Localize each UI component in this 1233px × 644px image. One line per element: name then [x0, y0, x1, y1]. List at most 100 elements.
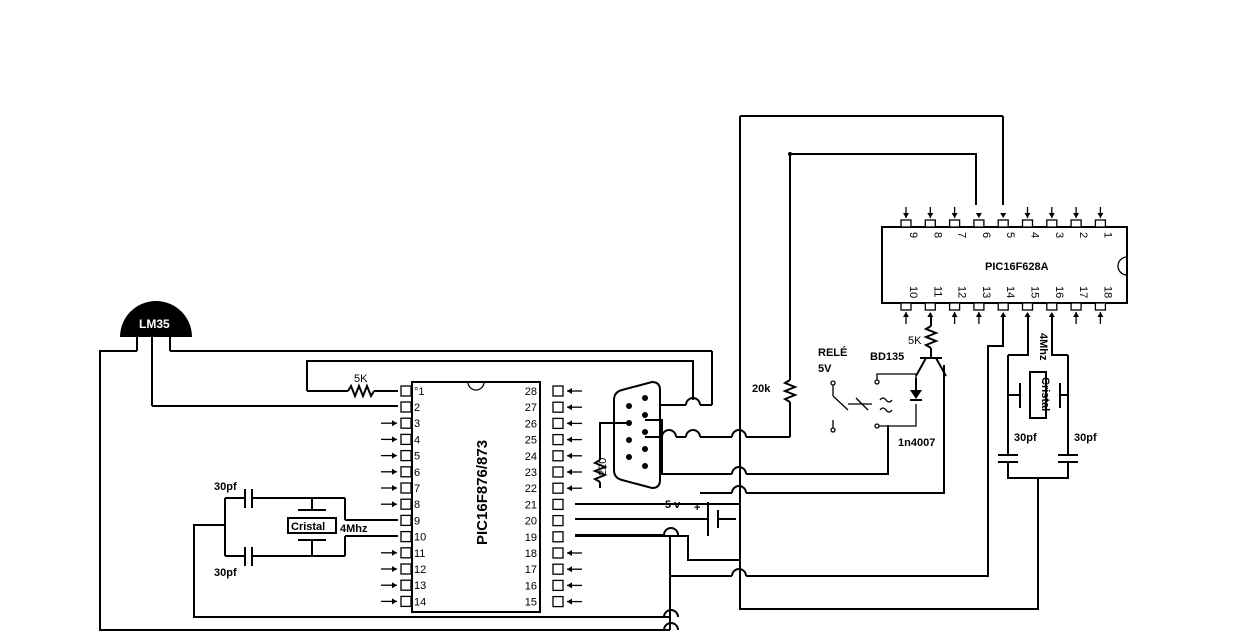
relay-label-2: 5V — [818, 363, 832, 375]
pin-6-label: 6 — [980, 232, 992, 238]
pin-26: 26 — [525, 417, 582, 430]
pin-18-label: 18 — [525, 548, 537, 560]
pin-25-label: 25 — [525, 435, 537, 447]
pin-14-label: 14 — [1004, 286, 1016, 298]
cap-second-left-label: 30pf — [1014, 432, 1037, 444]
pin-7: 7 — [948, 207, 968, 238]
pin-17: 17 — [1070, 286, 1089, 324]
pin-12: 12 — [948, 286, 968, 324]
pin-2-label: 2 — [1077, 232, 1089, 238]
lm35-label: LM35 — [139, 317, 170, 331]
pin-6-label: 6 — [414, 467, 420, 479]
pin-14: 14 — [997, 286, 1016, 317]
diode-1n4007: 1n4007 — [898, 378, 935, 449]
pin-15: 15 — [1021, 286, 1041, 317]
pin-6: 6 — [973, 213, 992, 238]
r-5k-second-label: 5K — [908, 335, 922, 347]
r-20k-label: 20k — [752, 383, 771, 395]
pin-22-label: 22 — [525, 483, 537, 495]
pin-17-label: 17 — [525, 564, 537, 576]
pin-21-label: 21 — [525, 499, 537, 511]
pin-2-label: 2 — [414, 402, 420, 414]
pin-16-label: 16 — [1053, 286, 1065, 298]
pin-4-label: 4 — [1029, 232, 1041, 238]
pin-4-label: 4 — [414, 434, 420, 446]
pic16f876-left-pins: 2 3 4 5 6 7 8 9 10 11 12 13 14 — [381, 401, 426, 608]
pin-3-label: 3 — [414, 418, 420, 430]
pin-5-label: 5 — [414, 451, 420, 463]
freq-main-label: 4Mhz — [340, 523, 368, 535]
pin-15-label: 15 — [525, 597, 537, 609]
freq-second-label: 4Mhz — [1037, 333, 1049, 361]
pin-5: 5 — [381, 449, 420, 463]
pin-7-label: 7 — [956, 232, 968, 238]
relay-5v: RELÉ 5V — [818, 346, 917, 433]
transistor-label: BD135 — [870, 351, 904, 363]
crystal-second-network: Cristal 4Mhz 30pf 30pf — [998, 316, 1097, 479]
pin-12: 12 — [381, 563, 426, 576]
pin-18: 18 — [525, 547, 582, 560]
crystal-second-label: Cristal — [1039, 377, 1051, 411]
crystal-main-label: Cristal — [291, 521, 325, 533]
pin-25: 25 — [525, 433, 582, 447]
pin-13-label: 13 — [414, 580, 426, 592]
main-bus-wiring: 20k — [575, 115, 1039, 631]
cap-main-bottom-label: 30pf — [214, 567, 237, 579]
pin-17: 17 — [525, 563, 582, 576]
pin-6: 6 — [381, 466, 420, 479]
relay-label-1: RELÉ — [818, 346, 847, 359]
pin-13: 13 — [381, 579, 426, 592]
pin-11-label: 11 — [931, 286, 943, 297]
pin-5: 5 — [997, 213, 1016, 238]
pin-19-label: 19 — [525, 532, 537, 544]
pin-14-label: 14 — [414, 596, 426, 608]
pin-22: 22 — [525, 482, 582, 495]
pin-21: 21 — [525, 498, 564, 511]
pin-28-label: 28 — [525, 386, 537, 398]
pin-8-label: 8 — [414, 499, 420, 511]
pin-24: 24 — [525, 450, 582, 463]
pin-16-label: 16 — [525, 580, 537, 592]
pin-12-label: 12 — [956, 286, 968, 298]
pin-8: 8 — [381, 498, 420, 511]
pin-11: 11 — [381, 547, 425, 560]
r-5k-main-label: 5K — [354, 373, 368, 385]
pin-8-label: 8 — [931, 232, 943, 238]
pin-24-label: 24 — [525, 451, 537, 463]
pin-26-label: 26 — [525, 418, 537, 430]
pin-14: 14 — [381, 595, 426, 608]
pin-7-label: 7 — [414, 483, 420, 495]
pin-1: 1 — [1094, 207, 1113, 238]
pin-15-label: 15 — [1029, 286, 1041, 298]
lm35-sensor: LM35 — [120, 301, 192, 406]
pin-4: 4 — [1021, 207, 1041, 238]
pin-23-label: 23 — [525, 467, 537, 479]
pin-10-label: 10 — [907, 286, 919, 298]
pin-12-label: 12 — [414, 564, 426, 576]
pin-13-label: 13 — [980, 286, 992, 298]
db9-connector: 220 — [592, 380, 889, 490]
pin-2: 2 — [1070, 207, 1089, 238]
pin-9-label: 9 — [414, 515, 420, 527]
transistor-bd135: 5K BD135 — [870, 316, 947, 377]
pin-15: 15 — [525, 595, 582, 609]
crystal-main-network: Cristal 4Mhz 30pf 30pf — [193, 481, 670, 618]
pin-10: 10 — [900, 286, 919, 324]
pin-10-label: 10 — [414, 532, 426, 544]
cap-second-right-label: 30pf — [1074, 432, 1097, 444]
pin-3: 3 — [381, 417, 420, 430]
r-db9-label: 220 — [597, 458, 609, 476]
pin-3: 3 — [1046, 207, 1065, 238]
pin-16: 16 — [1046, 286, 1065, 317]
pin-18: 18 — [1094, 286, 1113, 324]
pin-13: 13 — [973, 286, 992, 324]
pin-19: 19 — [525, 531, 564, 544]
pin-23: 23 — [525, 466, 582, 479]
diode-label: 1n4007 — [898, 437, 935, 449]
